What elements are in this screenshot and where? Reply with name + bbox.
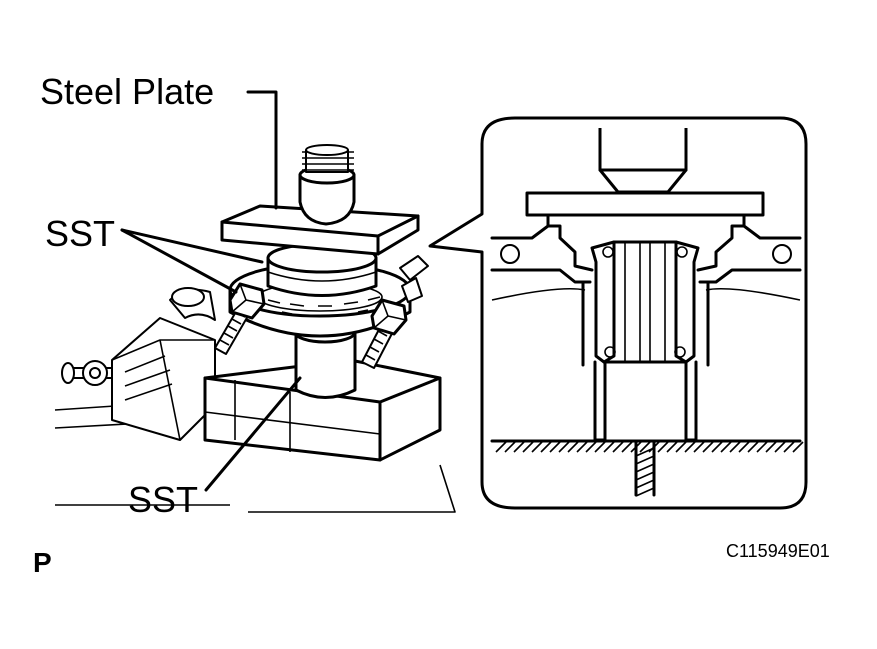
label-steel-plate: Steel Plate bbox=[40, 71, 214, 112]
press-ram bbox=[298, 144, 356, 226]
vise-body bbox=[61, 287, 216, 441]
inset-press-tip bbox=[598, 128, 688, 194]
sst-bolt-left bbox=[214, 282, 266, 355]
detail-inset bbox=[428, 116, 808, 510]
corner-mark: P bbox=[33, 547, 52, 578]
inset-steel-plate bbox=[525, 191, 765, 217]
steel-plate bbox=[220, 204, 420, 256]
leader-lines bbox=[120, 90, 302, 492]
label-sst-lower: SST bbox=[128, 479, 198, 520]
label-sst-upper: SST bbox=[45, 213, 115, 254]
inset-floor bbox=[490, 439, 804, 497]
hub-bearing bbox=[266, 242, 378, 297]
figure-code: C115949E01 bbox=[726, 541, 830, 561]
press-assembly-drawing bbox=[54, 90, 456, 513]
sst-bolt-right bbox=[361, 255, 429, 369]
support-blocks bbox=[203, 358, 442, 462]
